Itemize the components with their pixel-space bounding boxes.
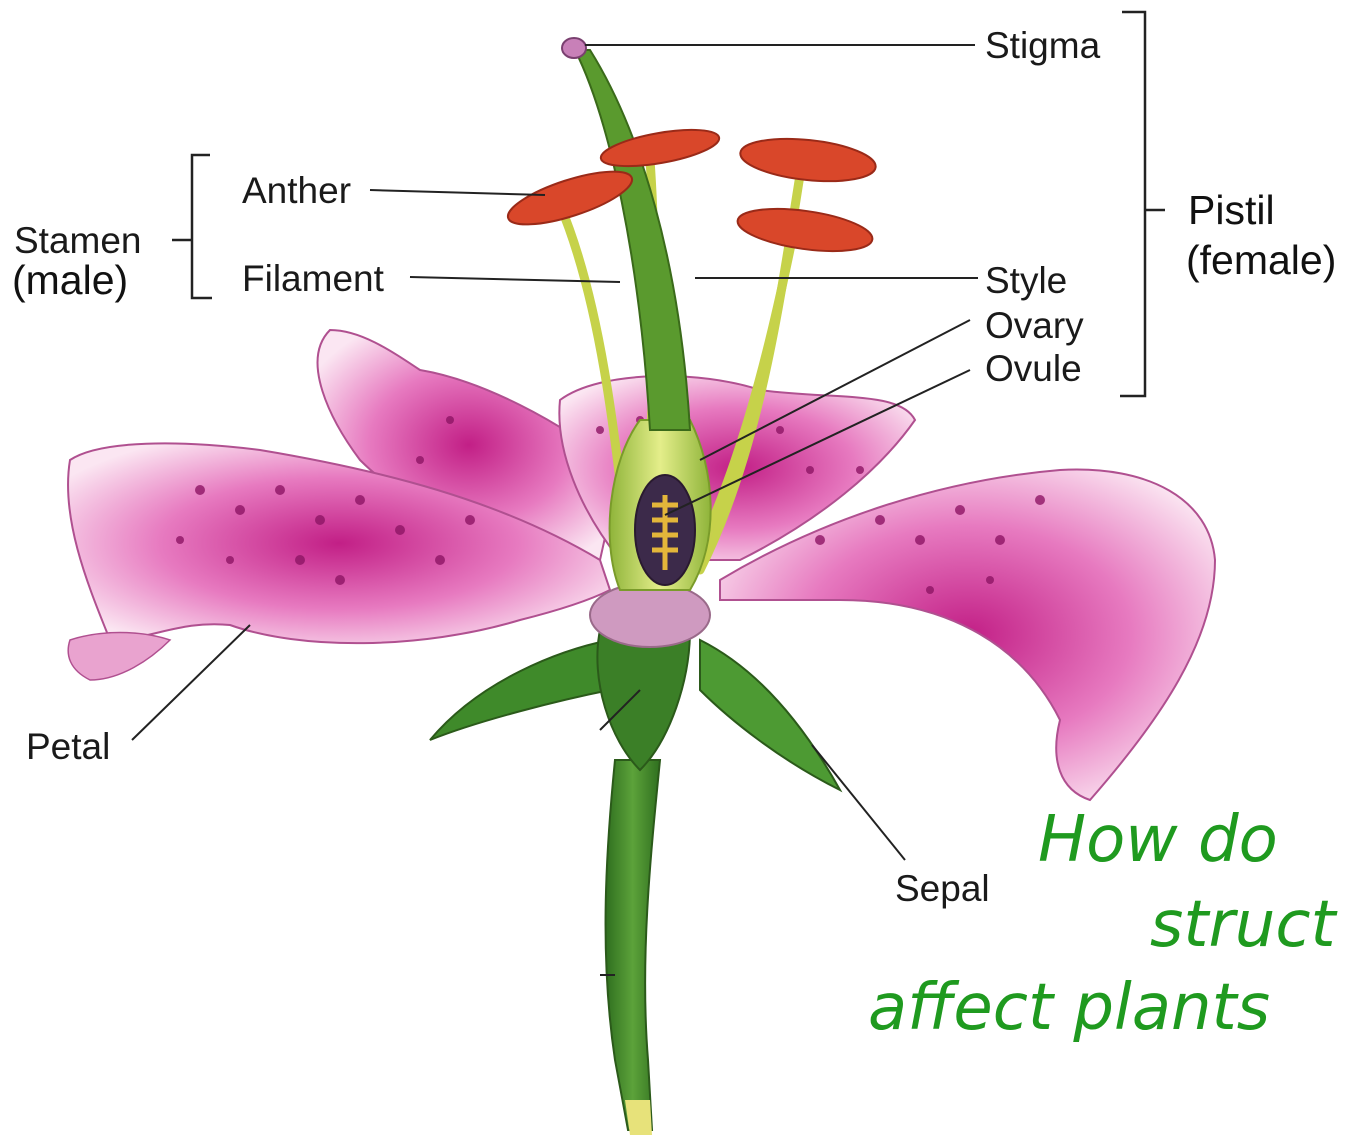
style bbox=[575, 50, 690, 430]
label-stamen-note: (male) bbox=[12, 260, 128, 301]
stigma bbox=[562, 38, 586, 58]
question-line-2: struct bbox=[1150, 887, 1336, 964]
label-anther: Anther bbox=[242, 172, 351, 209]
question-line-3: affect plants bbox=[868, 970, 1270, 1047]
label-filament: Filament bbox=[242, 260, 384, 297]
receptacle bbox=[590, 583, 710, 647]
anthers bbox=[503, 123, 878, 258]
label-petal: Petal bbox=[26, 728, 110, 765]
question-line-1: How do bbox=[1038, 802, 1278, 879]
label-style: Style bbox=[985, 262, 1067, 299]
sepal-center bbox=[597, 630, 690, 770]
label-ovule: Ovule bbox=[985, 350, 1082, 387]
label-sepal: Sepal bbox=[895, 870, 990, 907]
label-stigma: Stigma bbox=[985, 27, 1100, 64]
label-pistil-note: (female) bbox=[1186, 240, 1336, 281]
stamen-bracket bbox=[172, 155, 212, 298]
sepal-right bbox=[700, 640, 840, 790]
label-pistil: Pistil bbox=[1188, 190, 1275, 231]
stem bbox=[606, 760, 660, 1130]
petal-left-tip bbox=[68, 633, 170, 681]
label-stamen: Stamen bbox=[14, 222, 142, 259]
label-ovary: Ovary bbox=[985, 307, 1084, 344]
sepal-left bbox=[430, 640, 610, 740]
pistil-bracket bbox=[1120, 12, 1165, 396]
